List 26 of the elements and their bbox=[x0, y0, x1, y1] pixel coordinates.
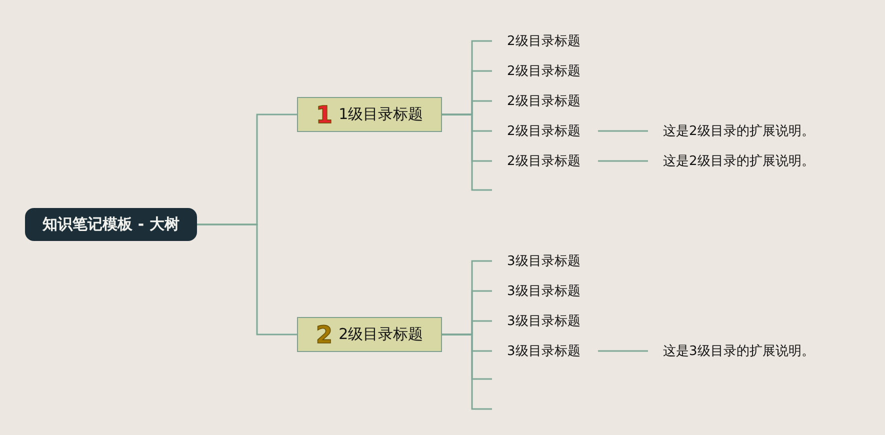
subtopic-label: 3级目录标题 bbox=[492, 311, 598, 331]
topic-box bbox=[297, 97, 442, 132]
topic-box bbox=[297, 317, 442, 352]
subtopic-label: 2级目录标题 bbox=[492, 151, 598, 171]
connector-line bbox=[197, 224, 297, 336]
connector-line bbox=[442, 114, 492, 191]
root-topic-box bbox=[25, 208, 197, 241]
subtopic-label: 2级目录标题 bbox=[492, 61, 598, 81]
note-label: 这是2级目录的扩展说明。 bbox=[648, 121, 848, 141]
subtopic-label: 3级目录标题 bbox=[492, 251, 598, 271]
note-label: 这是3级目录的扩展说明。 bbox=[648, 341, 848, 361]
subtopic-label: 2级目录标题 bbox=[492, 121, 598, 141]
connector-line bbox=[442, 334, 492, 410]
connector-line bbox=[598, 130, 648, 132]
subtopic-label: 2级目录标题 bbox=[492, 31, 598, 51]
subtopic-label: 3级目录标题 bbox=[492, 281, 598, 301]
connector-line bbox=[598, 160, 648, 162]
topic-title: 知识笔记模板 - 大树 bbox=[42, 215, 180, 234]
note-label: 这是2级目录的扩展说明。 bbox=[648, 151, 848, 171]
subtopic-label: 3级目录标题 bbox=[492, 341, 598, 361]
topic-title: 2级目录标题 bbox=[338, 325, 424, 344]
topic-title: 1级目录标题 bbox=[338, 105, 424, 124]
subtopic-label: 2级目录标题 bbox=[492, 91, 598, 111]
priority-number-icon: 2 bbox=[316, 322, 333, 346]
connector-line bbox=[598, 350, 648, 352]
priority-number-icon: 1 bbox=[316, 102, 333, 126]
